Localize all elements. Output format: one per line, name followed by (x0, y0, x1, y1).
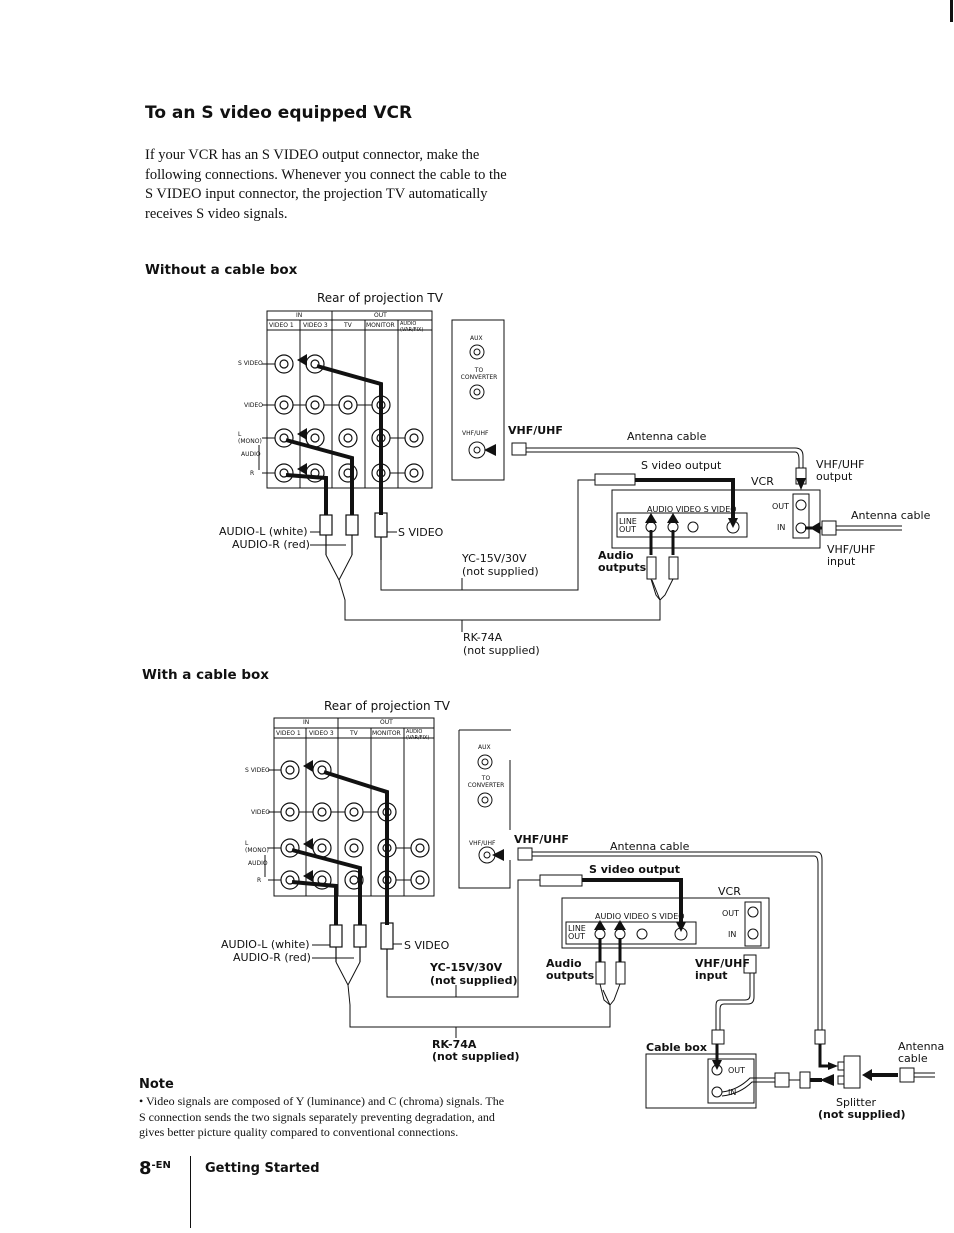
rear-label-1: Rear of projection TV (317, 291, 443, 305)
tv-rear-panel-2 (273, 717, 435, 897)
antenna-cable-top-2: Antenna cable (610, 840, 690, 853)
intro-paragraph: If your VCR has an S VIDEO output connec… (145, 147, 507, 222)
vcr-out-1: OUT (772, 502, 790, 511)
col-monitor-2: MONITOR (372, 730, 401, 737)
col-video1-2: VIDEO 1 (276, 730, 301, 737)
note-heading: Note (139, 1077, 174, 1092)
footer-divider (190, 1156, 191, 1228)
audio-r-red-1: AUDIO-R (red) (232, 538, 310, 551)
rk-not-supplied-1: (not supplied) (463, 644, 540, 657)
row-audio-2: AUDIO (248, 860, 268, 867)
audio-r-red-2: AUDIO-R (red) (233, 951, 311, 964)
vhfuhf-output-label-1: VHF/UHF output (816, 458, 865, 483)
s-video-label-1: S VIDEO (398, 526, 444, 539)
vcr-line-out-2: LINE OUT (568, 924, 586, 941)
vcr-box-2 (561, 897, 770, 949)
cable-box-label: Cable box (646, 1041, 707, 1054)
audio-l-white-1: AUDIO-L (white) (219, 525, 308, 538)
vhfuhf-small-1: VHF/UHF (462, 430, 489, 437)
yc-cable-label-2: YC-15V/30V (430, 961, 503, 974)
to-converter-label-1: TO CONVERTER (460, 367, 498, 381)
out-label-2: OUT (380, 719, 393, 726)
row-video-2: VIDEO (251, 809, 271, 816)
vcr-in-2: IN (728, 930, 737, 939)
vhfuhf-label-1: VHF/UHF (508, 424, 563, 437)
heading-with-cable-box: With a cable box (142, 667, 269, 683)
row-audio-1: AUDIO (241, 451, 261, 458)
col-video1-1: VIDEO 1 (269, 322, 294, 329)
page-title: To an S video equipped VCR (145, 103, 413, 123)
tv-side-panel-2 (458, 730, 511, 889)
col-tv-2: TV (350, 730, 358, 737)
rear-label-2: Rear of projection TV (324, 699, 450, 713)
splitter-label: Splitter (836, 1096, 876, 1109)
tv-side-panel-1 (451, 319, 505, 481)
vhfuhf-small-2: VHF/UHF (469, 840, 496, 847)
tv-rear-panel-1 (266, 310, 433, 489)
vhfuhf-label-2: VHF/UHF (514, 833, 569, 846)
col-video3-2: VIDEO 3 (309, 730, 334, 737)
vcr-label-1: VCR (751, 475, 774, 488)
audio-outputs-label-1: Audio outputs (598, 549, 647, 574)
row-r-1: R (250, 470, 255, 477)
row-r-2: R (257, 877, 262, 884)
row-video-1: VIDEO (244, 402, 264, 409)
vcr-label-2: VCR (718, 885, 741, 898)
antenna-cable-label-2: Antenna cable (898, 1041, 945, 1065)
row-l-2: L (MONO) (245, 840, 269, 854)
col-audio-1: AUDIO (VAR/FIX) (400, 321, 424, 333)
cable-box (645, 1053, 757, 1109)
vcr-in-1: IN (777, 523, 786, 532)
page-number-suffix: -EN (151, 1160, 171, 1171)
note-text: • Video signals are composed of Y (lumin… (139, 1094, 505, 1139)
col-tv-1: TV (344, 322, 352, 329)
yc-not-supplied-1: (not supplied) (462, 565, 539, 578)
yc-not-supplied-2: (not supplied) (430, 974, 518, 987)
page-number-digit: 8 (139, 1158, 152, 1179)
vcr-out-2: OUT (722, 909, 740, 918)
out-label-1: OUT (374, 312, 387, 319)
col-video3-1: VIDEO 3 (303, 322, 328, 329)
yc-cable-label-1: YC-15V/30V (462, 552, 527, 565)
col-monitor-1: MONITOR (366, 322, 395, 329)
page-edge-mark (950, 0, 953, 22)
heading-without-cable-box: Without a cable box (145, 262, 298, 278)
cable-box-out: OUT (728, 1066, 746, 1075)
page-number: 8-EN (139, 1158, 171, 1179)
rk-cable-label-1: RK-74A (463, 631, 503, 644)
row-svideo-2: S VIDEO (245, 767, 270, 774)
antenna-cable-top-1: Antenna cable (627, 430, 707, 443)
vcr-audio-video-s-2: AUDIO VIDEO S VIDEO (595, 912, 685, 921)
in-label-2: IN (303, 719, 310, 726)
s-video-label-2: S VIDEO (404, 939, 450, 952)
audio-l-white-2: AUDIO-L (white) (221, 938, 310, 951)
row-svideo-1: S VIDEO (238, 360, 263, 367)
svideo-output-label-2: S video output (589, 863, 681, 876)
audio-outputs-label-2: Audio outputs (546, 957, 595, 982)
vcr-box-1 (611, 489, 821, 549)
to-converter-label-2: TO CONVERTER (467, 775, 505, 789)
rk-not-supplied-2: (not supplied) (432, 1050, 520, 1063)
splitter (843, 1055, 861, 1089)
in-label-1: IN (296, 312, 303, 319)
svideo-output-label-1: S video output (641, 459, 722, 472)
row-l-1: L (MONO) (238, 431, 262, 445)
cable-box-in: IN (728, 1088, 737, 1097)
aux-label-1: AUX (470, 335, 483, 342)
rk-cable-label-2: RK-74A (432, 1038, 477, 1051)
vhfuhf-input-label-2: VHF/UHF input (695, 957, 750, 982)
vcr-audio-video-s-1: AUDIO VIDEO S VIDEO (647, 505, 737, 514)
vcr-line-out-1: LINE OUT (619, 517, 637, 534)
col-audio-2: AUDIO (VAR/FIX) (406, 729, 430, 741)
vhfuhf-input-label-1: VHF/UHF input (827, 543, 876, 568)
footer-section-name: Getting Started (205, 1161, 320, 1176)
aux-label-2: AUX (478, 744, 491, 751)
antenna-cable-right-1: Antenna cable (851, 509, 931, 522)
splitter-not-supplied: (not supplied) (818, 1108, 906, 1121)
